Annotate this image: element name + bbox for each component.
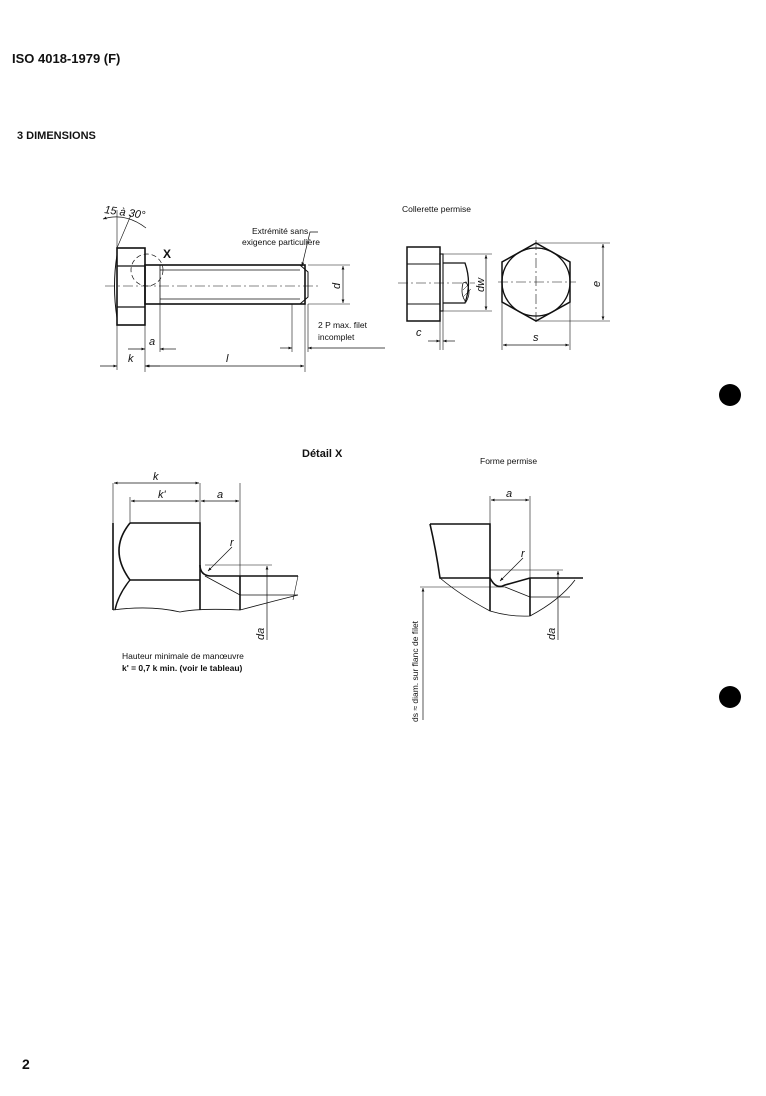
thread-note-line1: 2 P max. filet	[318, 320, 368, 330]
form-dim-da-label: da	[546, 628, 558, 640]
page-number: 2	[22, 1056, 30, 1072]
dim-s-label: s	[533, 332, 539, 344]
form-dim-r-label: r	[521, 548, 526, 560]
collar-side-view	[398, 246, 492, 350]
detail-dim-r-label: r	[230, 537, 235, 549]
dim-e-label: e	[591, 281, 603, 287]
thread-note-line2: incomplet	[318, 332, 355, 342]
permitted-form-title: Forme permise	[480, 456, 537, 466]
end-note-line2: exigence particulière	[242, 237, 320, 247]
end-note-line1: Extrémité sans	[252, 226, 308, 236]
detail-dim-k-label: k	[153, 471, 159, 483]
punch-hole-mark	[719, 686, 741, 708]
punch-hole-mark	[719, 384, 741, 406]
dim-dw-label: dw	[475, 277, 487, 292]
hexagon-end-view	[498, 240, 610, 350]
dim-l-label: l	[226, 353, 229, 365]
form-dim-a-label: a	[506, 488, 512, 500]
angle-label: 15 à 30°	[104, 204, 147, 222]
collar-figure-title: Collerette permise	[402, 204, 471, 214]
dim-d-label: d	[331, 282, 343, 289]
dim-c-label: c	[416, 327, 422, 339]
detail-x-drawing	[112, 481, 299, 640]
permitted-form-drawing	[420, 496, 583, 720]
section-title: 3 DIMENSIONS	[17, 130, 96, 142]
detail-marker-label: X	[163, 247, 171, 261]
document-reference: ISO 4018-1979 (F)	[12, 51, 121, 66]
ds-note-label: ds ≈ diam. sur flanc de filet	[410, 620, 420, 722]
detail-figure-title: Détail X	[302, 448, 343, 460]
bolt-side-view	[100, 210, 385, 372]
dim-k-label: k	[128, 353, 134, 365]
detail-dim-k-prime-label: k'	[158, 489, 167, 501]
dim-a-label: a	[149, 336, 155, 348]
detail-dim-a-label: a	[217, 489, 223, 501]
detail-caption-line1: Hauteur minimale de manœuvre	[122, 651, 244, 661]
detail-caption-line2: k' = 0,7 k min. (voir le tableau)	[122, 663, 243, 673]
detail-dim-da-label: da	[255, 628, 267, 640]
